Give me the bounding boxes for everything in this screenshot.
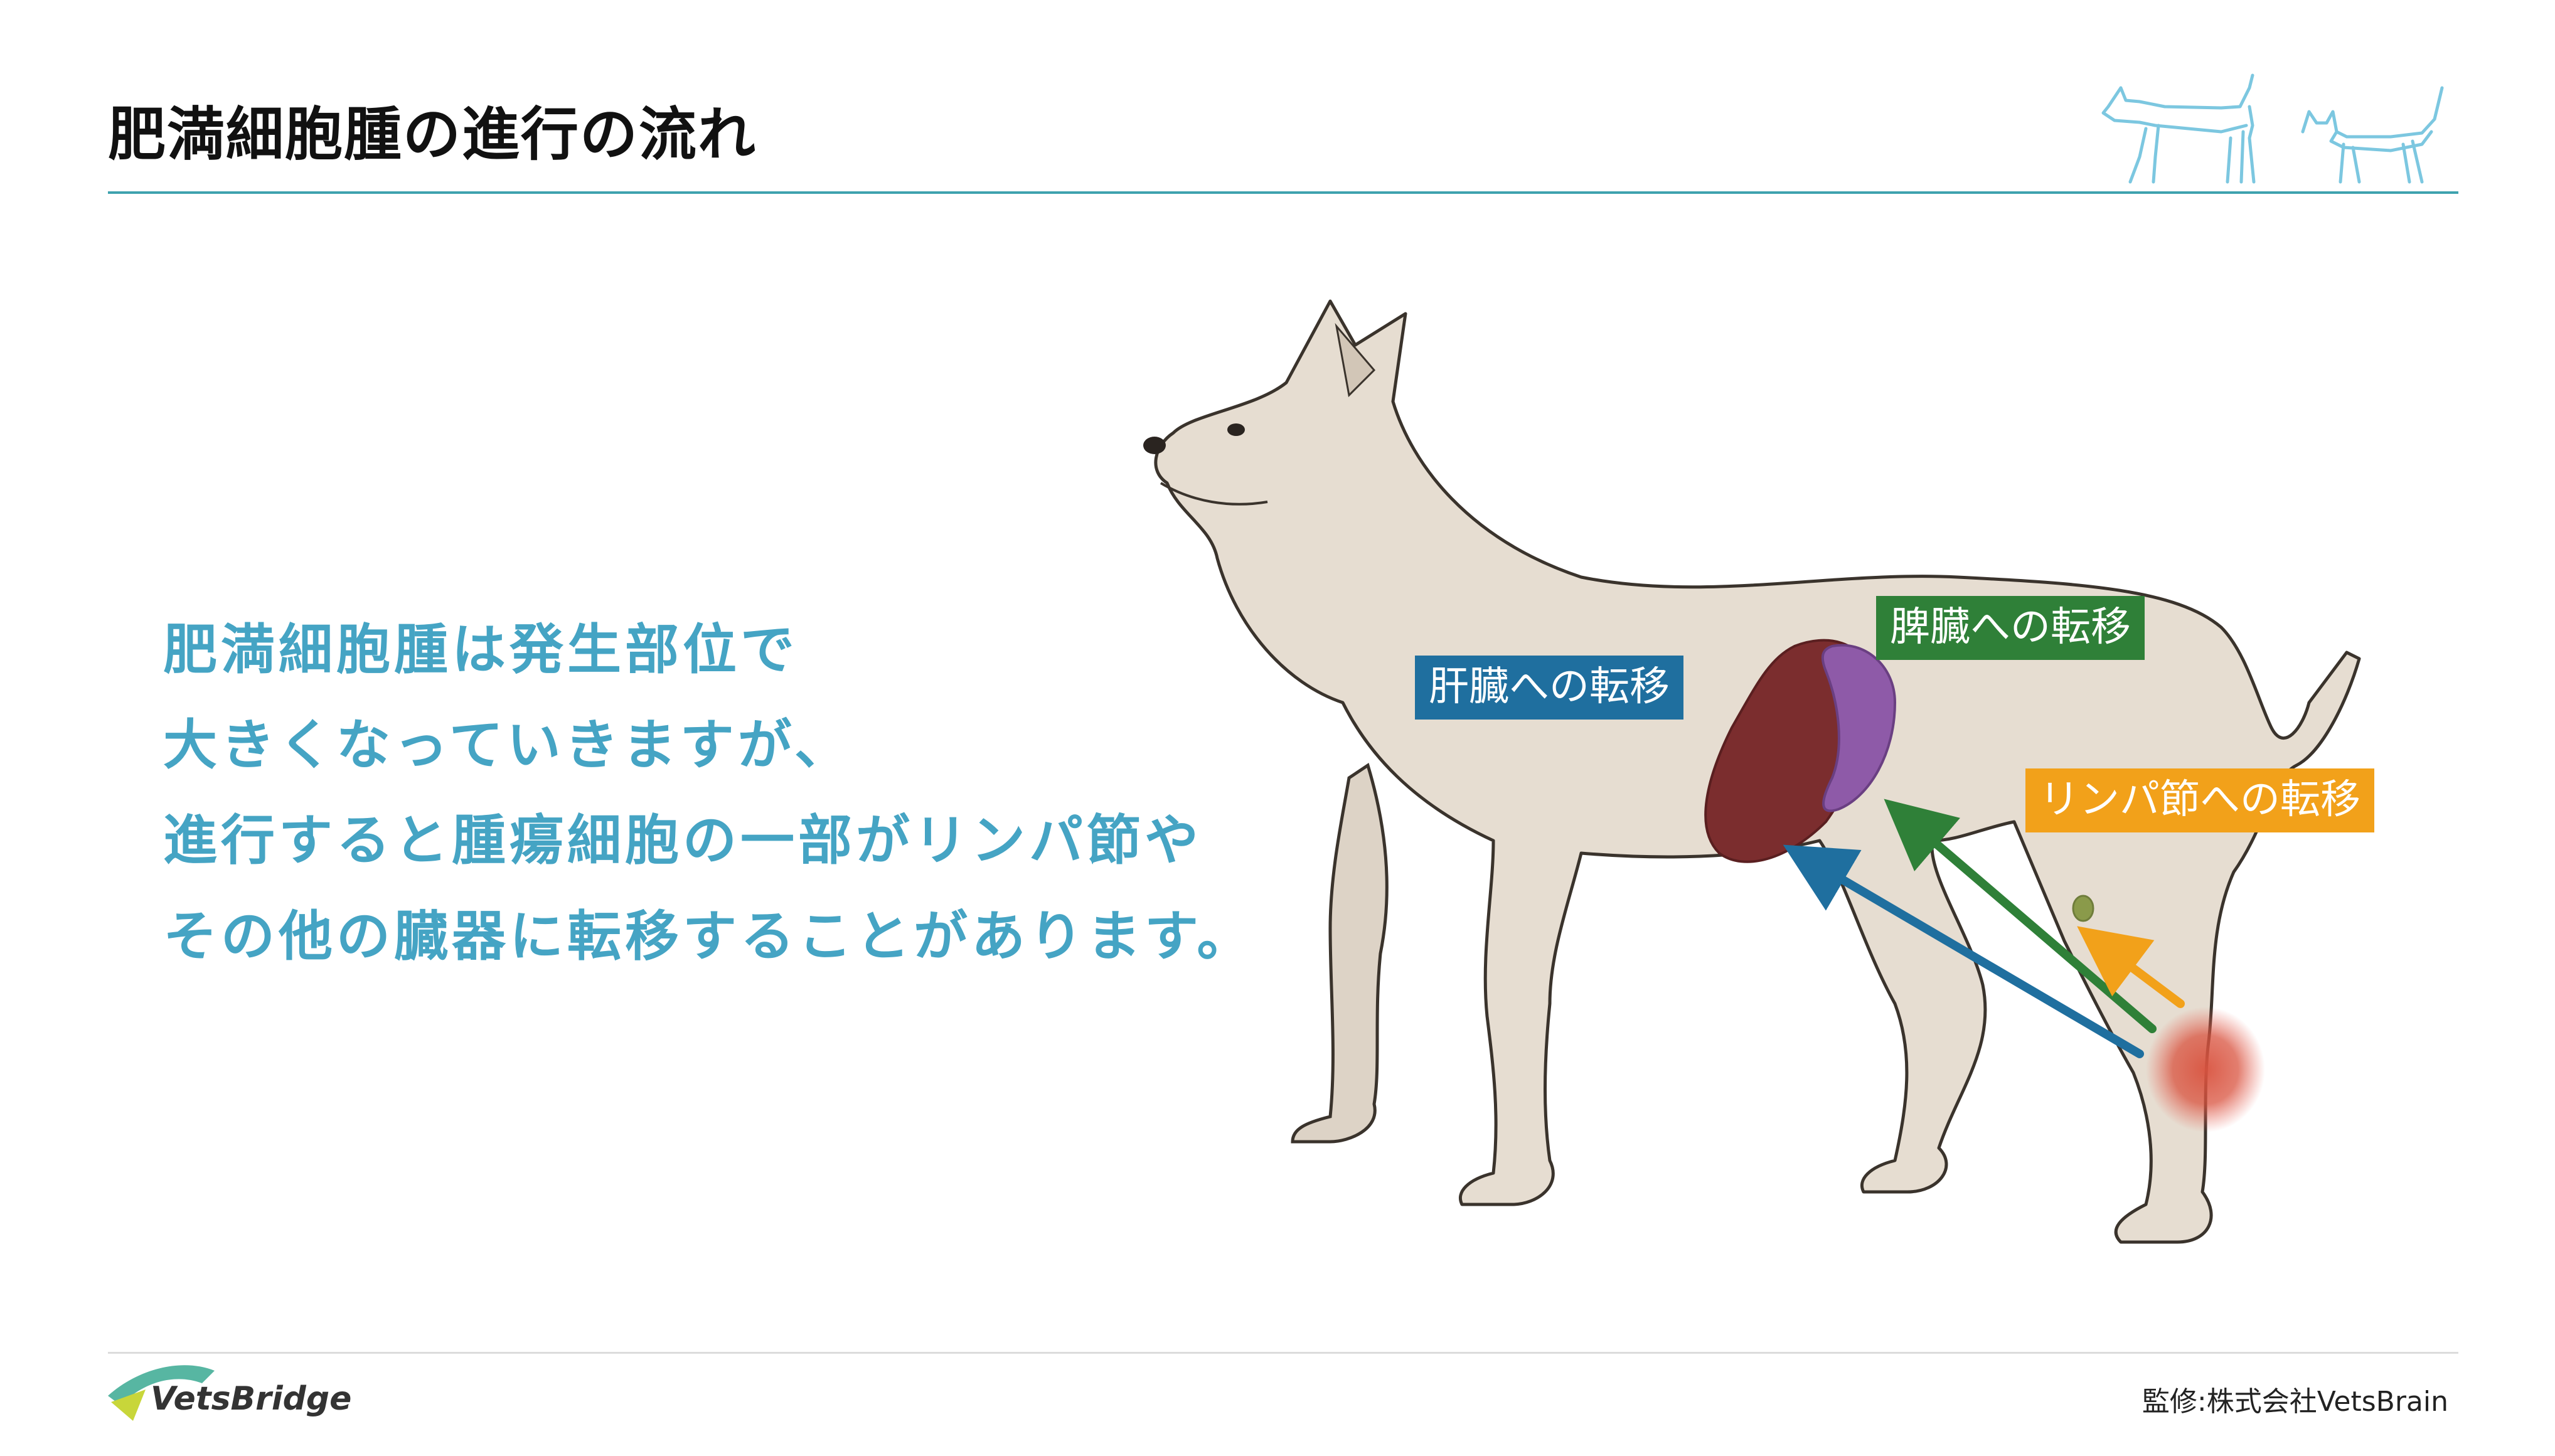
arrow-to-liver <box>1783 844 2144 1058</box>
dog-illustration <box>1143 299 2361 1244</box>
lymph-node <box>2072 895 2094 922</box>
footer-divider <box>108 1352 2458 1354</box>
description-line-4: その他の臓器に転移することがあります。 <box>163 905 1255 968</box>
spleen-organ <box>1821 644 1897 812</box>
arrow-to-lymph-node <box>2077 926 2185 1008</box>
description-text: 肥満細胞腫は発生部位で 大きくなっていきますが、 進行すると腫瘍細胞の一部がリン… <box>163 602 1254 984</box>
dog-and-cat-icon <box>2101 73 2444 184</box>
vetsbridge-logo-text: VetsBridge <box>151 1380 352 1418</box>
dog-far-front-leg <box>1291 763 1389 1144</box>
page-title: 肥満細胞腫の進行の流れ <box>108 101 757 168</box>
description-line-1: 肥満細胞腫は発生部位で <box>163 619 798 681</box>
title-divider <box>108 191 2458 194</box>
vetsbridge-logo-icon <box>108 1365 215 1421</box>
tumor-site <box>2146 1007 2265 1132</box>
description-line-3: 進行すると腫瘍細胞の一部がリンパ節や <box>163 809 1202 873</box>
label-lymph-node-metastasis: リンパ節への転移 <box>2025 768 2374 832</box>
label-liver-metastasis: 肝臓への転移 <box>1415 656 1683 720</box>
supervision-credit: 監修:株式会社VetsBrain <box>2142 1386 2448 1418</box>
description-line-2: 大きくなっていきますが、 <box>163 714 852 777</box>
label-spleen-metastasis: 脾臓への転移 <box>1876 596 2145 660</box>
